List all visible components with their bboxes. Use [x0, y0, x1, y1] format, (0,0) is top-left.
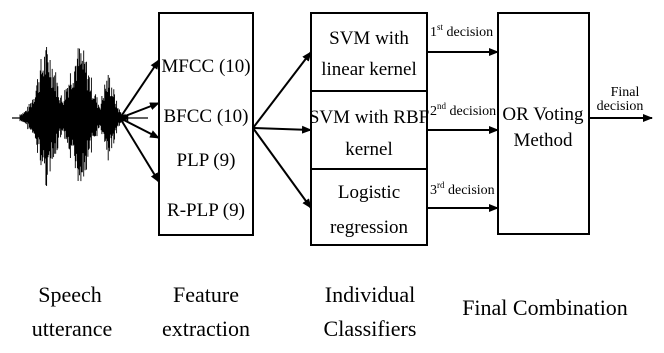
caption-feature-line2: extraction	[162, 316, 250, 341]
or-voting-line1: OR Voting	[502, 104, 584, 125]
arrow-speech-to-rplp	[119, 117, 160, 183]
decision-label-2: 2nd decision	[430, 101, 496, 119]
caption-classifiers-line1: Individual	[325, 282, 415, 307]
arrow-speech-to-plp	[119, 117, 160, 139]
classifier-logistic-line2: regression	[330, 217, 409, 238]
decision-2-word: decision	[446, 104, 496, 119]
arrow-features-to-svm-rbf	[252, 125, 312, 134]
arrow-features-to-svm-linear	[252, 51, 312, 129]
arrow-features-to-logistic	[252, 127, 312, 209]
decision-3-suffix: rd	[437, 180, 445, 190]
feature-rplp: R-PLP (9)	[167, 200, 245, 221]
caption-classifiers-line2: Classifiers	[324, 316, 417, 341]
or-voting-box	[497, 12, 590, 235]
decision-label-1: 1st decision	[430, 22, 493, 40]
feature-extraction-box	[158, 12, 254, 236]
decision-2-suffix: nd	[437, 101, 447, 111]
decision-label-3: 3rd decision	[430, 180, 495, 198]
decision-2-number: 2	[430, 104, 437, 119]
caption-speech-line1: Speech	[38, 282, 102, 307]
caption-final-combination: Final Combination	[462, 295, 628, 320]
decision-1-number: 1	[430, 25, 437, 40]
classifier-svm-linear-line1: SVM with	[329, 28, 409, 49]
or-voting-line2: Method	[513, 130, 573, 151]
classifier-svm-linear-line2: linear kernel	[321, 59, 416, 80]
decision-1-suffix: st	[437, 22, 444, 32]
arrow-speech-to-bfcc	[119, 102, 160, 119]
decision-3-word: decision	[445, 183, 495, 198]
feature-plp: PLP (9)	[177, 150, 236, 171]
final-decision-line2: decision	[597, 99, 644, 114]
arrow-speech-to-mfcc	[119, 59, 160, 119]
waveform-trace	[19, 47, 129, 186]
decision-1-word: decision	[443, 25, 493, 40]
classifier-svm-rbf-box	[310, 90, 428, 170]
speech-waveform-icon	[12, 47, 148, 186]
feature-mfcc: MFCC (10)	[161, 56, 250, 77]
classifier-logistic-box	[310, 168, 428, 246]
classifier-svm-rbf-line2: kernel	[345, 139, 392, 160]
feature-bfcc: BFCC (10)	[164, 106, 249, 127]
caption-feature-line1: Feature	[173, 282, 239, 307]
decision-3-number: 3	[430, 183, 437, 198]
classifier-svm-rbf-line1: SVM with RBF	[309, 107, 429, 128]
final-decision-line1: Final	[611, 85, 640, 100]
caption-speech-line2: utterance	[32, 316, 113, 341]
classifier-logistic-line1: Logistic	[338, 182, 400, 203]
